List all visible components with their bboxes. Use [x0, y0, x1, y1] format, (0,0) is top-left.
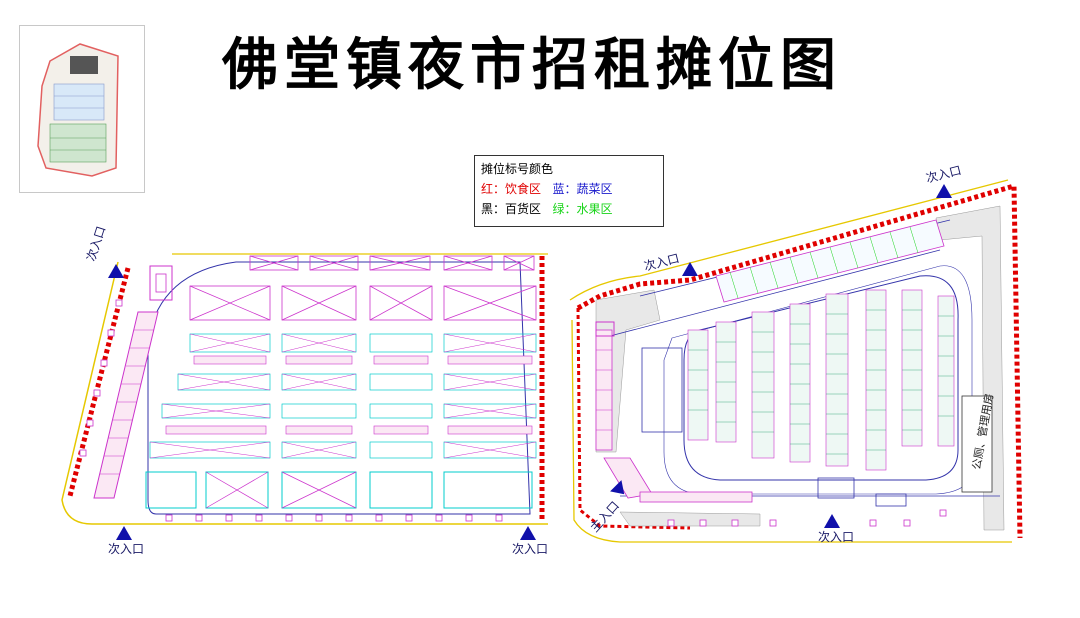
entrance-label-left-bottom-east: 次入口: [512, 542, 549, 556]
entrance-marker: [108, 264, 124, 278]
thumbnail-map: [37, 43, 119, 177]
right-stall-columns: [687, 289, 955, 471]
entrance-marker: [936, 184, 952, 198]
legend-row-1: 红：饮食区 蓝：蔬菜区: [481, 179, 657, 199]
entrance-marker: [610, 480, 625, 495]
entrance-marker: [824, 514, 840, 528]
entrance-marker: [116, 526, 132, 540]
site-thumbnail: [19, 25, 145, 193]
toilet-management-building: [961, 395, 993, 493]
legend-heading: 摊位标号颜色: [481, 162, 554, 176]
entrance-marker: [682, 262, 698, 276]
left-stall-rows: [149, 333, 537, 459]
legend-vegetable: 蓝：蔬菜区: [552, 182, 613, 196]
entrance-label-left-bottom-west: 次入口: [108, 542, 145, 556]
legend-row-2: 黑：百货区 绿：水果区: [481, 199, 657, 219]
entrance-marker: [520, 526, 536, 540]
legend-goods: 黑：百货区: [481, 202, 542, 216]
legend-food: 红：饮食区: [481, 182, 542, 196]
entrance-label-right-bottom: 次入口: [818, 530, 855, 544]
legend-box: 摊位标号颜色 红：饮食区 蓝：蔬菜区 黑：百货区 绿：水果区: [474, 155, 664, 227]
page-title: 佛堂镇夜市招租摊位图: [222, 33, 842, 98]
right-site: [569, 179, 1023, 543]
legend-fruit: 绿：水果区: [552, 202, 613, 216]
left-boundary-west: [67, 267, 131, 497]
left-site: [61, 253, 548, 540]
